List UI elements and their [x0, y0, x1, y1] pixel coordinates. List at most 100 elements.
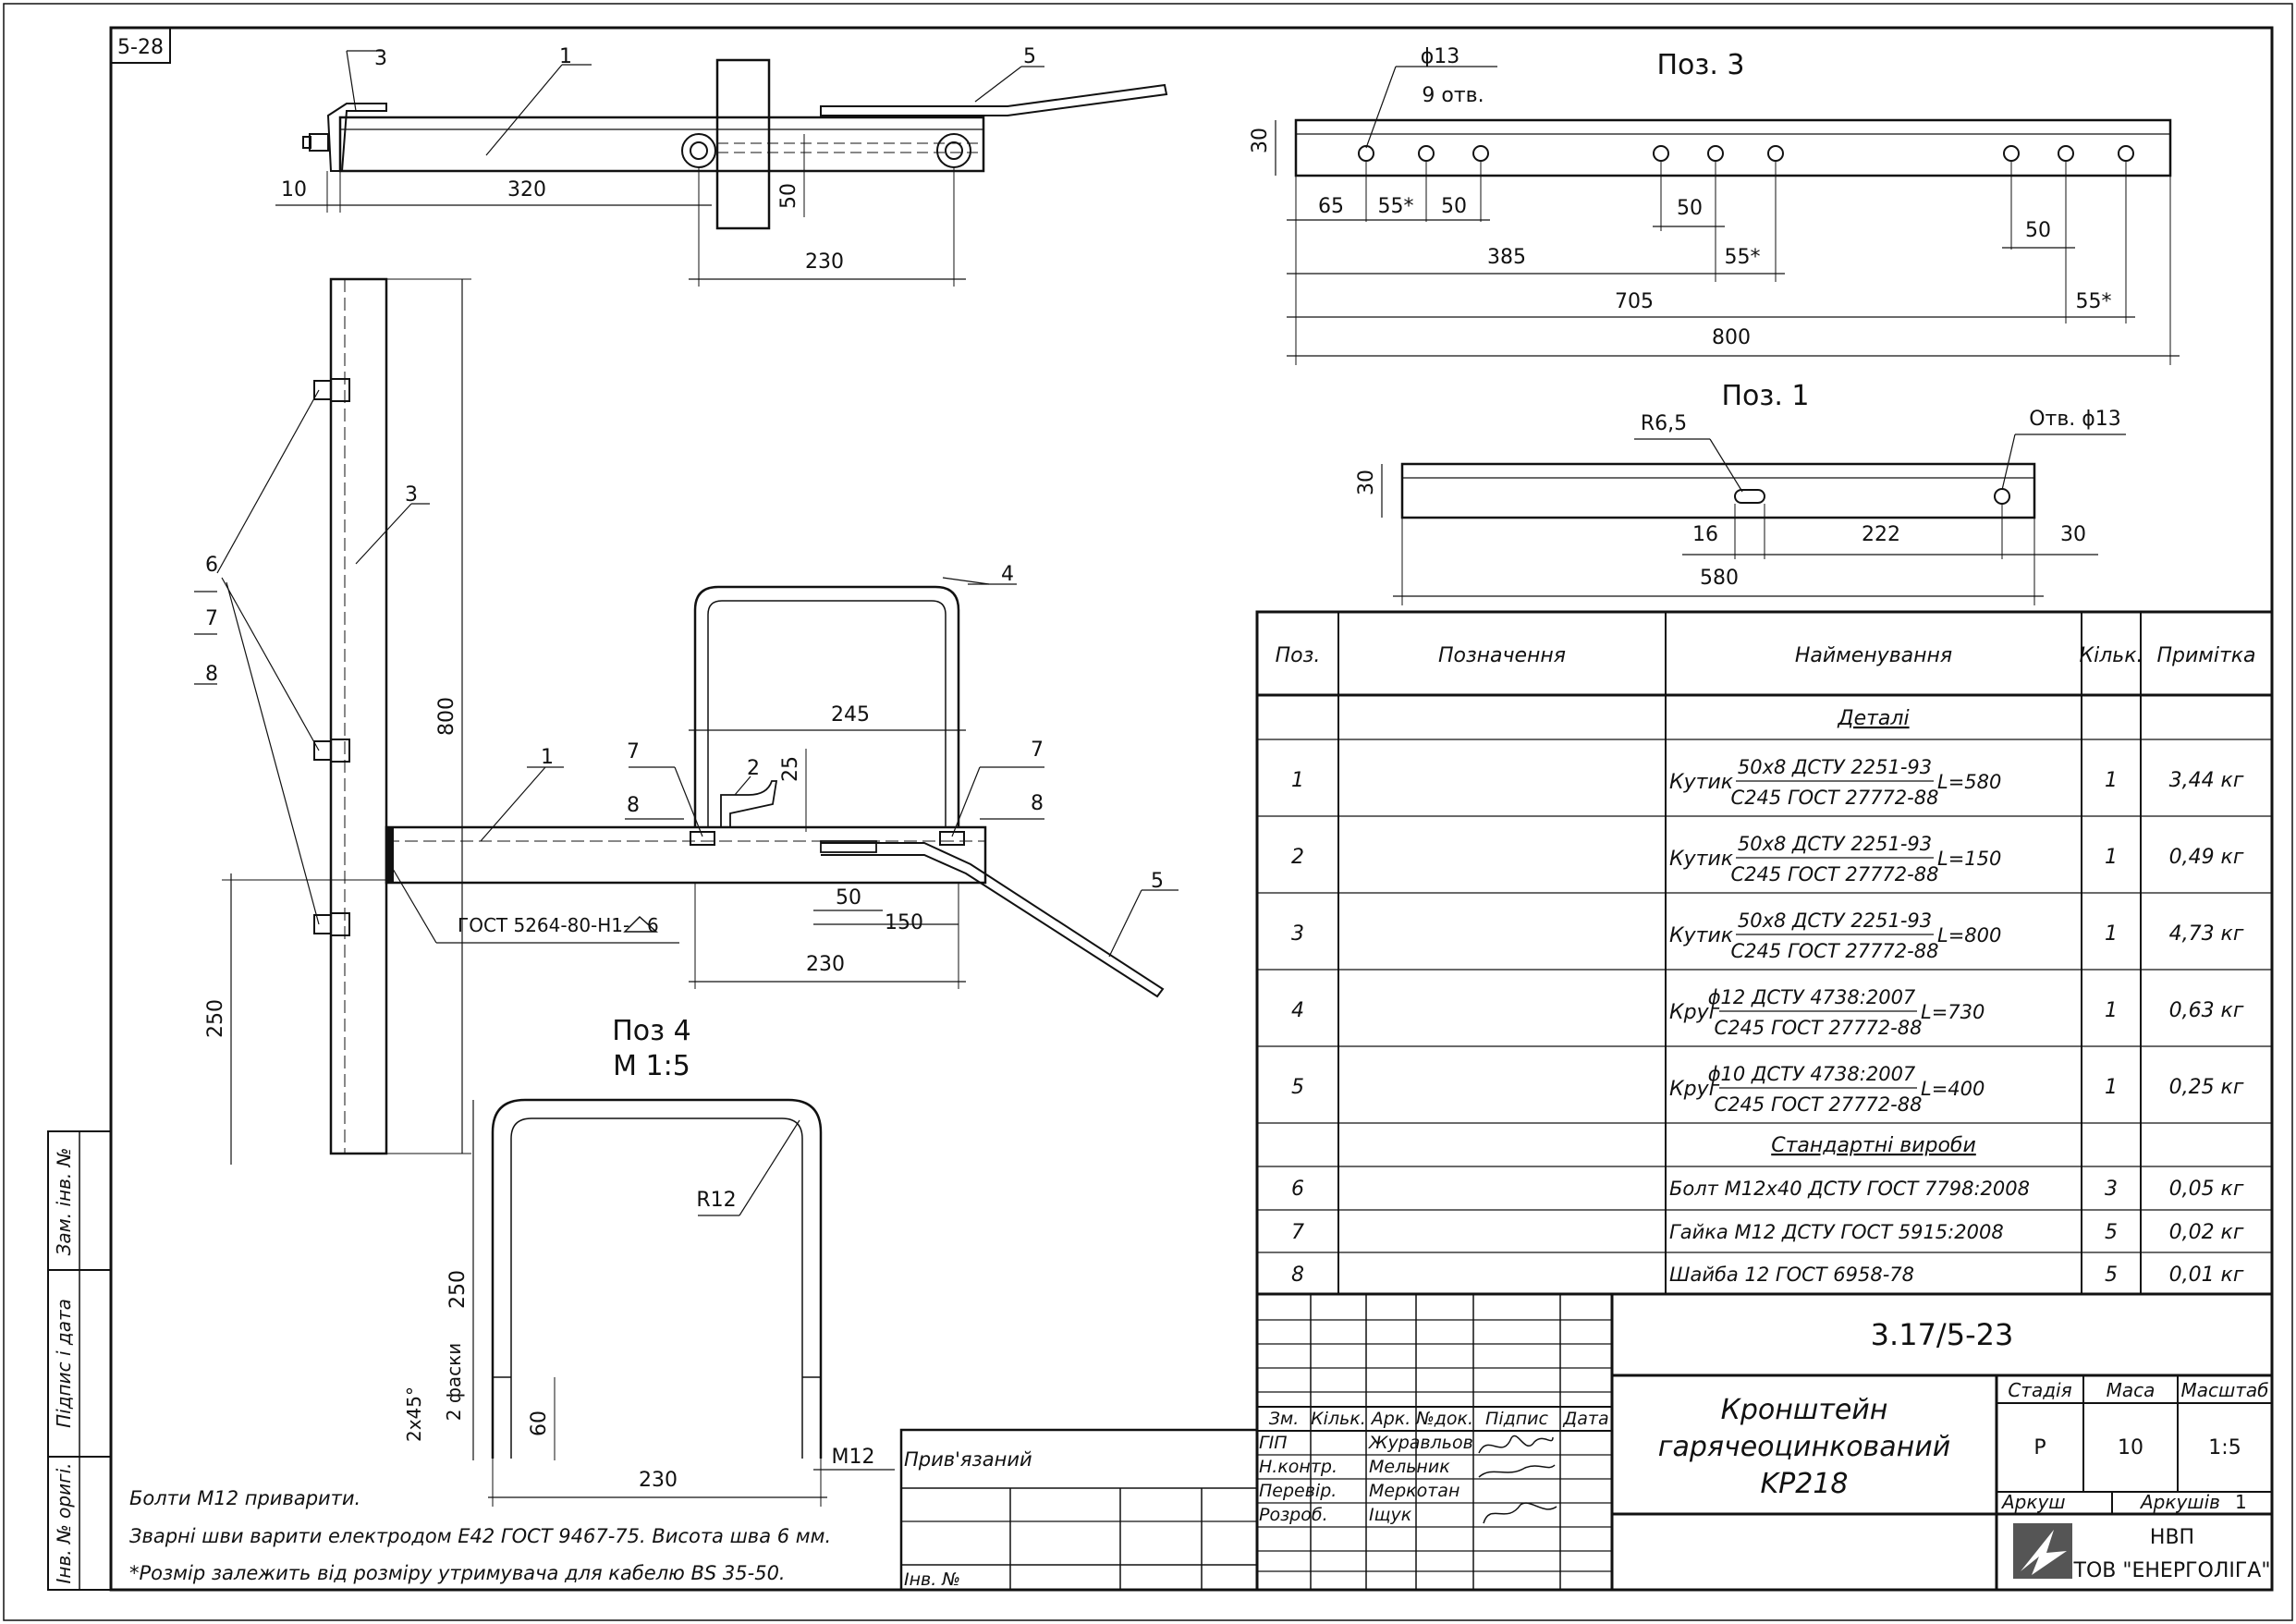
- tv-dim-230: 230: [805, 250, 844, 274]
- fv-label-7: 7: [205, 607, 218, 630]
- svg-text:6: 6: [647, 914, 659, 936]
- pos1-dim-30: 30: [2060, 523, 2086, 546]
- pos4-radius: R12: [696, 1189, 736, 1212]
- fv-label-5: 5: [1151, 870, 1164, 893]
- tv-dim-320: 320: [507, 178, 546, 201]
- svg-text:Круг: Круг: [1669, 1078, 1720, 1101]
- inv-label: Інв. №: [904, 1569, 960, 1590]
- svg-text:Круг: Круг: [1669, 1001, 1720, 1024]
- pos1-dim-30h: 30: [1355, 470, 1378, 495]
- svg-text:5: 5: [2105, 1264, 2118, 1287]
- svg-text:Кутик: Кутик: [1669, 924, 1734, 947]
- fv-dim-250: 250: [204, 999, 227, 1038]
- svg-text:L=730: L=730: [1921, 1001, 1985, 1023]
- spec-header-name: Найменування: [1795, 644, 1952, 667]
- left-margin-block: Зам. інв. № Підпис і дата Інв. № оригі.: [47, 1130, 112, 1591]
- doc-code: 3.17/5-23: [1871, 1317, 2014, 1352]
- pos3-dim-705: 705: [1615, 290, 1654, 313]
- mass-value: 10: [2118, 1436, 2143, 1459]
- note-3: *Розмір залежить від розміру утримувача …: [129, 1562, 786, 1584]
- tv-label-1: 1: [559, 45, 572, 68]
- pos3-view: Поз. 3 ϕ13 9 отв. 30 65 55* 50 50 385 55…: [1249, 45, 2180, 365]
- title-line-1: Кронштейн: [1721, 1394, 1888, 1426]
- spec-header-note: Примітка: [2156, 644, 2255, 667]
- stamp-role-2: Н.контр.: [1259, 1457, 1337, 1477]
- stamp-name-1: Журавльов: [1368, 1433, 1473, 1453]
- pos3-dim-65: 65: [1318, 195, 1344, 218]
- fv-label-1: 1: [541, 746, 554, 769]
- pos1-view: Поз. 1 R6,5 Отв. ϕ13 30 16 222 30 580: [1355, 380, 2126, 605]
- spec-row-6: 6 Болт М12х40 ДСТУ ГОСТ 7798:2008 3 0,05…: [1291, 1178, 2244, 1201]
- stamp-header-qty: Кільк.: [1311, 1409, 1366, 1429]
- svg-text:0,05 кг: 0,05 кг: [2169, 1178, 2244, 1201]
- note-2: Зварні шви варити електродом Е42 ГОСТ 94…: [129, 1525, 831, 1547]
- fv-label-3: 3: [405, 483, 418, 507]
- svg-text:7: 7: [1291, 1221, 1304, 1244]
- svg-text:4: 4: [1291, 999, 1304, 1022]
- svg-text:8: 8: [1291, 1264, 1304, 1287]
- attached-label: Прив'язаний: [904, 1448, 1032, 1471]
- stamp-role-3: Перевір.: [1259, 1481, 1337, 1501]
- org-line-1: НВП: [2150, 1526, 2194, 1549]
- svg-text:50x8 ДСТУ 2251-93: 50x8 ДСТУ 2251-93: [1738, 756, 1932, 778]
- pos1-dim-580: 580: [1700, 567, 1739, 590]
- stamp-header-doc: №док.: [1415, 1409, 1473, 1429]
- svg-text:0,25 кг: 0,25 кг: [2169, 1076, 2244, 1099]
- title-line-2: гарячеоцинкований: [1658, 1431, 1950, 1463]
- fv-label-7b: 7: [1031, 739, 1044, 762]
- pos3-dim-55b: 55*: [1725, 246, 1761, 269]
- svg-text:Гайка М12 ДСТУ ГОСТ 5915:2008: Гайка М12 ДСТУ ГОСТ 5915:2008: [1669, 1221, 2004, 1243]
- notes: Болти М12 приварити. Зварні шви варити е…: [129, 1487, 831, 1584]
- tv-dim-10: 10: [281, 178, 307, 201]
- fv-dim-230: 230: [806, 953, 845, 976]
- pos4-dim-60: 60: [528, 1410, 551, 1436]
- pos1-dim-222: 222: [1862, 523, 1900, 546]
- svg-text:1: 1: [2105, 922, 2118, 946]
- spec-section-details: Деталі: [1837, 707, 1909, 730]
- sheets-label: Аркушів: [2139, 1491, 2220, 1513]
- svg-text:0,01 кг: 0,01 кг: [2169, 1264, 2244, 1287]
- svg-text:Кутик: Кутик: [1669, 848, 1734, 871]
- note-1: Болти М12 приварити.: [129, 1487, 360, 1509]
- svg-text:С245 ГОСТ 27772-88: С245 ГОСТ 27772-88: [1715, 1017, 1923, 1039]
- scale-label: Масштаб: [2180, 1379, 2268, 1401]
- pos3-dim-50a: 50: [1441, 195, 1467, 218]
- pos1-radius: R6,5: [1641, 412, 1687, 435]
- svg-text:1: 1: [2105, 999, 2118, 1022]
- fv-weld-note: ГОСТ 5264-80-Н1-: [458, 914, 629, 936]
- pos1-hole: Отв. ϕ13: [2029, 408, 2121, 431]
- stamp-name-2: Мельник: [1369, 1457, 1450, 1477]
- svg-text:1: 1: [2105, 769, 2118, 792]
- scale-value: 1:5: [2208, 1436, 2241, 1459]
- signature-2: [1478, 1464, 1556, 1478]
- svg-text:L=580: L=580: [1937, 771, 2001, 793]
- svg-text:5: 5: [1291, 1076, 1304, 1099]
- stamp-role-4: Розроб.: [1259, 1505, 1328, 1525]
- spec-row-1: 1 Кутик 50x8 ДСТУ 2251-93 С245 ГОСТ 2777…: [1291, 756, 2244, 809]
- margin-label-replace-inv: Зам. інв. №: [53, 1148, 75, 1256]
- fv-dim-245: 245: [831, 703, 870, 727]
- svg-text:С245 ГОСТ 27772-88: С245 ГОСТ 27772-88: [1731, 940, 1939, 962]
- spec-row-3: 3 Кутик 50x8 ДСТУ 2251-93 С245 ГОСТ 2777…: [1291, 910, 2244, 962]
- pos4-dim-230: 230: [639, 1469, 678, 1492]
- fv-label-4: 4: [1001, 563, 1014, 586]
- stage-value: Р: [2033, 1436, 2046, 1459]
- sheet-number-box: [110, 27, 171, 64]
- svg-text:50x8 ДСТУ 2251-93: 50x8 ДСТУ 2251-93: [1738, 910, 1932, 932]
- margin-label-orig-inv: Інв. № оригі.: [53, 1463, 75, 1584]
- sheets-value: 1: [2235, 1491, 2247, 1513]
- svg-text:ϕ12 ДСТУ 4738:2007: ϕ12 ДСТУ 4738:2007: [1708, 986, 1916, 1008]
- weld-triangle-icon: [623, 915, 658, 933]
- pos4-chamfer-size: 2x45°: [403, 1386, 425, 1442]
- svg-text:С245 ГОСТ 27772-88: С245 ГОСТ 27772-88: [1731, 787, 1939, 809]
- fv-dim-800: 800: [435, 697, 458, 736]
- svg-text:5: 5: [2105, 1221, 2118, 1244]
- pos4-scale: М 1:5: [613, 1050, 690, 1082]
- svg-text:0,63 кг: 0,63 кг: [2169, 999, 2244, 1022]
- pos1-title: Поз. 1: [1721, 380, 1809, 412]
- pos4-dim-250: 250: [446, 1270, 470, 1309]
- fv-dim-50: 50: [836, 886, 861, 910]
- pos3-hole-count: 9 отв.: [1422, 84, 1484, 107]
- pos4-chamfer-count: 2 фаски: [443, 1343, 465, 1422]
- fv-label-6: 6: [205, 554, 218, 577]
